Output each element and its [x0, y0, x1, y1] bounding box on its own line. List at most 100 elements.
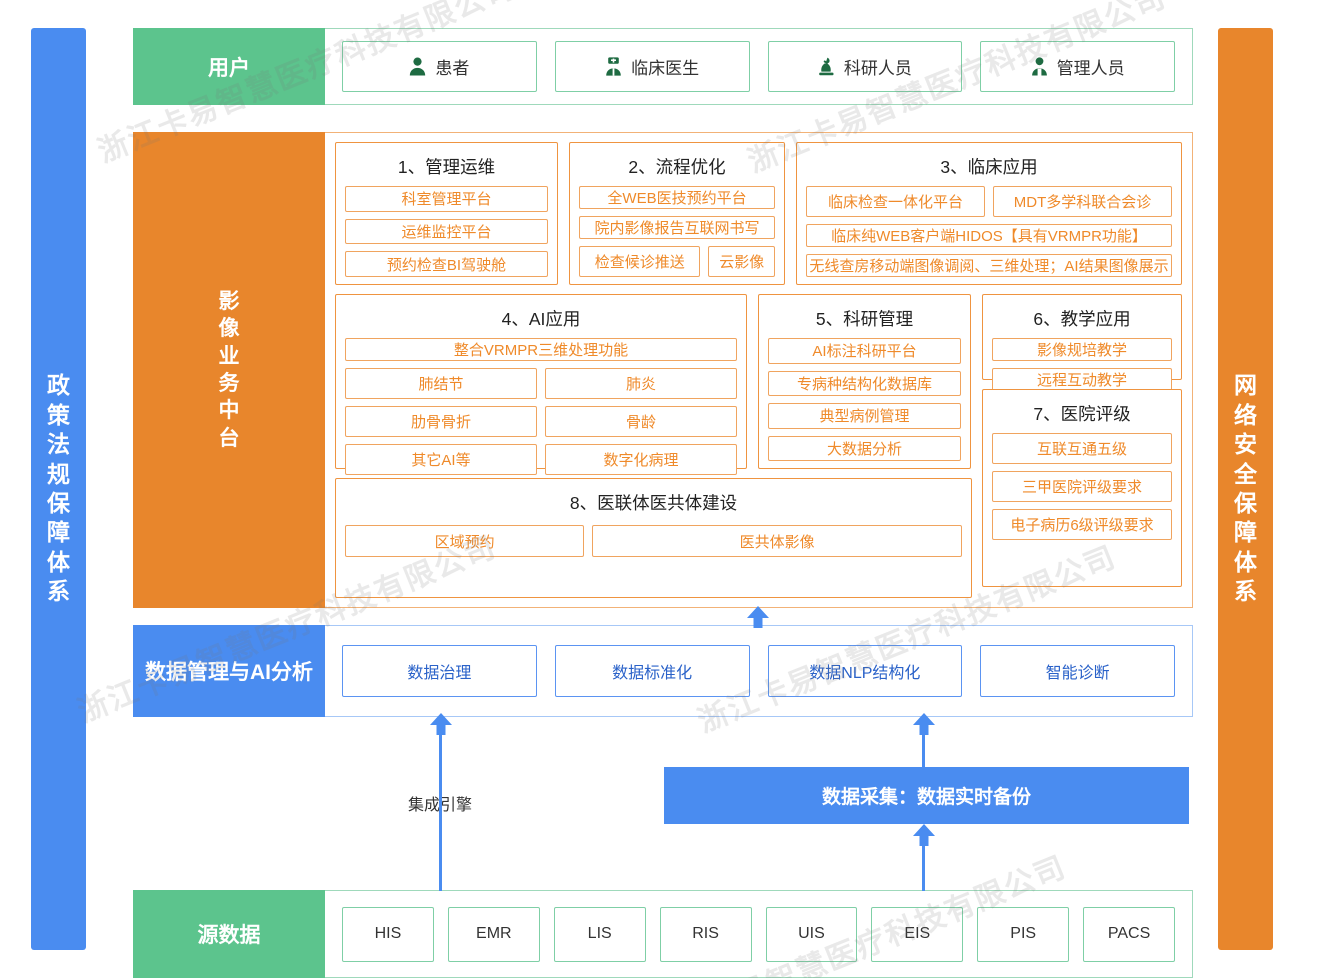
chip-item[interactable]: 其它AI等	[345, 444, 537, 475]
chip-item[interactable]: 全WEB医技预约平台	[579, 186, 775, 209]
panel-title: 7、医院评级	[1033, 404, 1131, 424]
data-item-smart-diagnosis[interactable]: 智能诊断	[980, 645, 1175, 697]
panel-medical-alliance: 8、医联体医共体建设 区域预约 医共体影像	[335, 478, 972, 598]
chip-item[interactable]: 临床检查一体化平台	[806, 186, 985, 217]
chip-row: 检查候诊推送 云影像	[579, 246, 775, 277]
user-item-clinician[interactable]: 临床医生	[554, 41, 750, 92]
diagram-body: 用户 患者 临床医生	[133, 28, 1193, 978]
chip-item[interactable]: 科室管理平台	[345, 186, 548, 212]
arrow-up-collection-bottom	[913, 824, 935, 846]
user-item-researcher[interactable]: 科研人员	[767, 41, 963, 92]
arrow-up-engine	[430, 713, 452, 735]
panel-group-mid: 4、AI应用 整合VRMPR三维处理功能 肺结节 肺炎 肋骨骨折 骨龄 其它AI…	[335, 294, 1182, 587]
panel-teaching-application: 6、教学应用 影像规培教学 远程互动教学	[982, 294, 1182, 391]
source-item-ris[interactable]: RIS	[659, 906, 752, 962]
source-data-label: 源数据	[133, 890, 325, 978]
chip-item[interactable]: 运维监控平台	[345, 218, 548, 245]
data-item-governance[interactable]: 数据治理	[342, 645, 537, 697]
integration-row: 集成引擎 数据采集：数据实时备份	[133, 717, 1193, 890]
chip-row: 临床检查一体化平台 MDT多学科联合会诊	[806, 186, 1172, 224]
chip-item[interactable]: 区域预约	[345, 525, 585, 557]
panel-title: 2、流程优化	[628, 157, 726, 177]
panel-title: 5、科研管理	[815, 309, 914, 329]
panel-group-right: 6、教学应用 影像规培教学 远程互动教学 7、医院评级 互联互通五级 三甲医院评…	[982, 294, 1182, 587]
panel-title: 6、教学应用	[1033, 309, 1131, 329]
data-collection-bar: 数据采集：数据实时备份	[664, 767, 1189, 824]
imaging-platform-row: 影像业务中台 1、管理运维 科室管理平台 运维监控平台 预约检查BI驾驶舱 2、…	[133, 132, 1193, 608]
panel-title: 8、医联体医共体建设	[569, 493, 738, 513]
panel-ai-application: 4、AI应用 整合VRMPR三维处理功能 肺结节 肺炎 肋骨骨折 骨龄 其它AI…	[335, 294, 747, 475]
imaging-platform-label: 影像业务中台	[218, 290, 240, 450]
user-row: 用户 患者 临床医生	[133, 28, 1193, 105]
source-data-row: 源数据 HIS EMR LIS RIS UIS EIS PIS PACS	[133, 890, 1193, 978]
arrow-up-to-platform	[747, 606, 769, 628]
chip-item[interactable]: 肋骨骨折	[345, 406, 537, 437]
chip-item[interactable]: 临床纯WEB客户端HIDOS【具有VRMPR功能】	[806, 224, 1172, 247]
imaging-platform-body: 1、管理运维 科室管理平台 运维监控平台 预约检查BI驾驶舱 2、流程优化 全W…	[325, 132, 1193, 608]
user-row-label: 用户	[133, 28, 325, 105]
arrow-line-collection-bottom	[922, 844, 925, 891]
chip-item[interactable]: 互联互通五级	[992, 433, 1172, 464]
user-item-label: 科研人员	[843, 59, 912, 78]
data-item-nlp-structuring[interactable]: 数据NLP结构化	[767, 645, 963, 697]
chip-item[interactable]: 专病种结构化数据库	[768, 370, 961, 396]
chip-item[interactable]: 骨龄	[545, 406, 737, 437]
chip-item[interactable]: AI标注科研平台	[768, 338, 961, 364]
arrow-line-collection-top	[922, 733, 925, 768]
chip-item[interactable]: 大数据分析	[768, 435, 961, 461]
panel-research-management: 5、科研管理 AI标注科研平台 专病种结构化数据库 典型病例管理 大数据分析	[758, 294, 971, 469]
user-item-label: 临床医生	[631, 59, 700, 78]
chip-item[interactable]: 肺结节	[345, 368, 537, 399]
source-item-lis[interactable]: LIS	[553, 906, 646, 962]
data-management-row: 数据管理与AI分析 数据治理 数据标准化 数据NLP结构化 智能诊断	[133, 625, 1193, 717]
chip-item[interactable]: 云影像	[708, 246, 775, 277]
user-item-label: 管理人员	[1056, 59, 1125, 78]
doctor-icon	[606, 57, 621, 76]
user-item-label: 患者	[435, 59, 470, 78]
policy-regulation-sidebar: 政策法规保障体系	[31, 28, 86, 950]
chip-item[interactable]: 整合VRMPR三维处理功能	[345, 338, 737, 361]
chip-item[interactable]: 检查候诊推送	[579, 246, 701, 277]
chip-item[interactable]: 院内影像报告互联网书写	[579, 216, 775, 239]
source-item-eis[interactable]: EIS	[871, 906, 964, 962]
panel-title: 4、AI应用	[501, 309, 581, 329]
source-data-body: HIS EMR LIS RIS UIS EIS PIS PACS	[325, 890, 1193, 978]
chip-item[interactable]: 肺炎	[545, 368, 737, 399]
chip-item[interactable]: 三甲医院评级要求	[992, 471, 1172, 502]
chip-row: 其它AI等 数字化病理	[345, 444, 737, 475]
chip-item[interactable]: 医共体影像	[592, 525, 962, 557]
source-item-uis[interactable]: UIS	[765, 906, 858, 962]
chip-row: 区域预约 医共体影像	[345, 525, 962, 557]
user-row-body: 患者 临床医生 科研人员	[325, 28, 1193, 105]
source-item-pis[interactable]: PIS	[977, 906, 1070, 962]
admin-icon	[1031, 57, 1047, 76]
source-item-his[interactable]: HIS	[342, 906, 434, 962]
panel-title: 3、临床应用	[940, 157, 1038, 177]
data-item-standardization[interactable]: 数据标准化	[554, 645, 750, 697]
data-management-label: 数据管理与AI分析	[133, 625, 325, 717]
user-item-administrator[interactable]: 管理人员	[980, 41, 1175, 92]
chip-item[interactable]: 数字化病理	[545, 444, 737, 475]
user-item-patient[interactable]: 患者	[342, 41, 537, 92]
chip-item[interactable]: 无线查房移动端图像调阅、三维处理；AI结果图像展示	[806, 254, 1172, 277]
chip-item[interactable]: MDT多学科联合会诊	[993, 186, 1172, 217]
panel-title: 1、管理运维	[397, 157, 496, 177]
panel-process-optimization: 2、流程优化 全WEB医技预约平台 院内影像报告互联网书写 检查候诊推送 云影像	[569, 142, 785, 285]
network-security-sidebar: 网络安全保障体系	[1218, 28, 1273, 950]
user-icon	[410, 57, 426, 76]
panel-group-bottom: 8、医联体医共体建设 区域预约 医共体影像	[335, 478, 972, 598]
microscope-icon	[819, 57, 834, 76]
panel-group-top: 1、管理运维 科室管理平台 运维监控平台 预约检查BI驾驶舱 2、流程优化 全W…	[335, 142, 1182, 285]
panel-hospital-rating: 7、医院评级 互联互通五级 三甲医院评级要求 电子病历6级评级要求	[982, 389, 1182, 587]
data-management-body: 数据治理 数据标准化 数据NLP结构化 智能诊断	[325, 625, 1193, 717]
chip-item[interactable]: 预约检查BI驾驶舱	[345, 251, 548, 278]
chip-item[interactable]: 电子病历6级评级要求	[992, 509, 1172, 540]
arrow-line-engine	[439, 733, 442, 891]
chip-row: 肋骨骨折 骨龄	[345, 406, 737, 444]
chip-item[interactable]: 远程互动教学	[992, 368, 1172, 391]
chip-item[interactable]: 影像规培教学	[992, 338, 1172, 361]
source-item-emr[interactable]: EMR	[447, 906, 540, 962]
source-item-pacs[interactable]: PACS	[1083, 906, 1175, 962]
chip-item[interactable]: 典型病例管理	[768, 403, 961, 429]
policy-regulation-label: 政策法规保障体系	[47, 372, 70, 605]
